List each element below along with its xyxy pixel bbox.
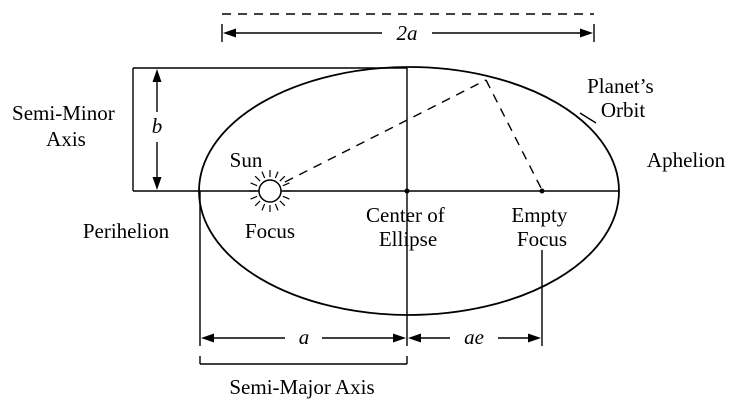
label-2a: 2a — [397, 21, 418, 45]
sun-ray — [261, 203, 266, 211]
sun-ray — [282, 195, 290, 200]
orbit-pointer-line — [579, 112, 597, 124]
label-semi-major-axis: Semi-Major Axis — [229, 375, 374, 399]
label-center-of-ellipse: Center of Ellipse — [366, 203, 450, 251]
label-a: a — [299, 325, 310, 349]
center-dot — [404, 188, 410, 194]
arrowhead-right — [580, 28, 593, 38]
sun-ray — [261, 171, 266, 179]
sun-icon — [249, 170, 291, 212]
sun-ray — [274, 171, 279, 179]
label-b: b — [152, 114, 163, 138]
semi-major-bracket — [199, 356, 408, 365]
empty-focus-dot — [539, 188, 545, 194]
label-semi-minor-axis: Semi-Minor Axis — [12, 101, 120, 151]
sun-ray — [279, 175, 286, 182]
label-perihelion: Perihelion — [83, 219, 170, 243]
sun-ray — [254, 200, 261, 207]
arrowhead-left — [223, 28, 236, 38]
label-planets-orbit: Planet’s Orbit — [587, 74, 659, 122]
dimension-a: a — [201, 325, 406, 349]
label-aphelion: Aphelion — [647, 148, 726, 172]
sun-ray — [274, 203, 279, 211]
sun-ray — [250, 195, 258, 200]
sun-ray — [254, 175, 261, 182]
planet-to-empty-focus-dashed-line — [485, 79, 543, 191]
sun-ray — [282, 182, 290, 187]
dimension-ae: ae — [408, 325, 541, 349]
sun-to-planet-dashed-line — [284, 79, 487, 183]
label-focus: Focus — [245, 219, 295, 243]
label-sun: Sun — [230, 148, 263, 172]
sun-ray — [250, 182, 258, 187]
dimension-2a: 2a — [221, 21, 595, 45]
dimension-b: b — [132, 67, 407, 192]
label-ae: ae — [464, 325, 484, 349]
sun-ray — [279, 200, 286, 207]
label-empty-focus: Empty Focus — [511, 203, 572, 251]
